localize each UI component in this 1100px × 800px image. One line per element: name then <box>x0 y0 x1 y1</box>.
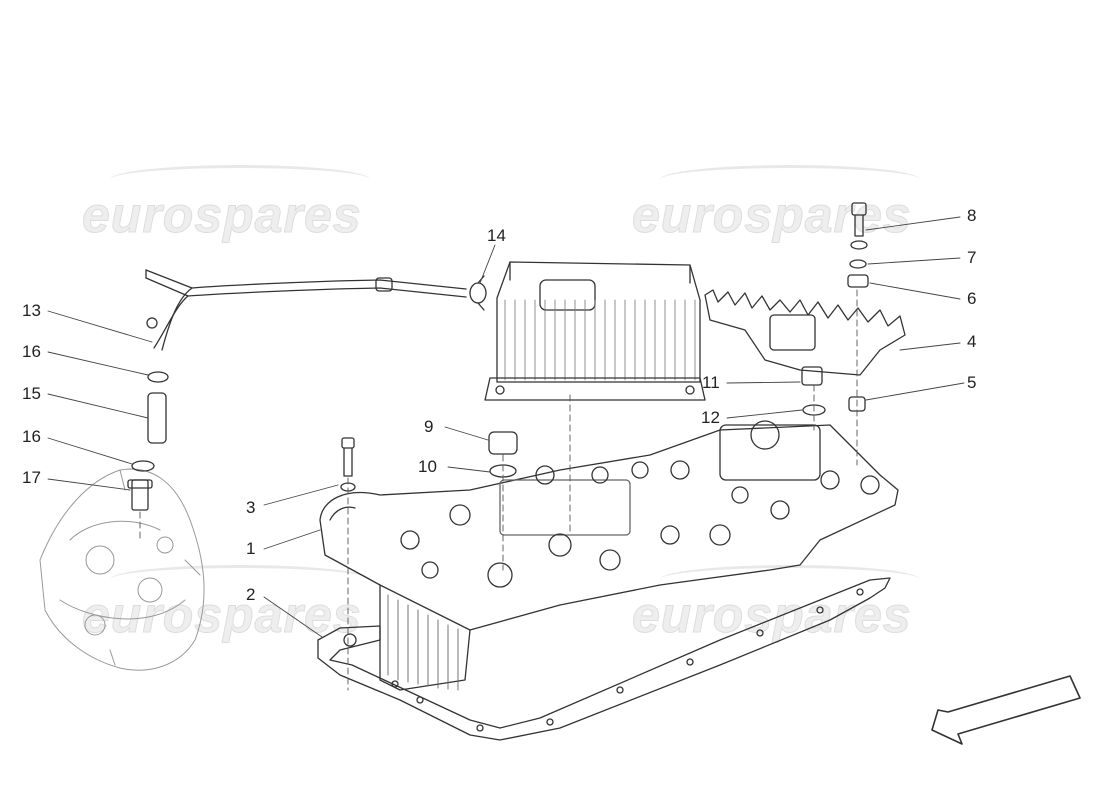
callout-17: 17 <box>22 468 41 487</box>
callout-12: 12 <box>701 408 720 427</box>
callout-11: 11 <box>702 373 720 392</box>
callout-8: 8 <box>967 206 977 225</box>
oil-pan-drawing <box>319 420 899 691</box>
watermark-swoosh <box>660 165 920 194</box>
callout-9: 9 <box>424 417 434 436</box>
watermark-swoosh <box>110 565 370 594</box>
callout-2: 2 <box>246 585 256 604</box>
callout-14: 14 <box>487 226 506 245</box>
oil-cooler-drawing <box>484 261 706 401</box>
callout-15: 15 <box>22 384 41 403</box>
alignment-lines <box>139 289 858 691</box>
callout-16-lower: 16 <box>22 427 41 446</box>
callout-4: 4 <box>967 332 977 351</box>
callout-5: 5 <box>967 373 977 392</box>
watermark: eurospares <box>82 187 362 244</box>
fastener-drawing <box>340 202 869 492</box>
direction-arrow-drawing <box>931 675 1081 745</box>
clip-drawing <box>469 275 487 311</box>
callout-7: 7 <box>967 248 977 267</box>
callout-3: 3 <box>246 498 256 517</box>
watermark: eurospares <box>82 587 362 644</box>
callout-1: 1 <box>246 539 256 558</box>
bracket-drawing <box>704 289 906 376</box>
oil-pipe-drawing <box>145 269 467 351</box>
watermark: eurospares <box>632 587 912 644</box>
callout-6: 6 <box>967 289 977 308</box>
watermark-swoosh <box>110 165 370 194</box>
callout-10: 10 <box>418 457 437 476</box>
callout-16-upper: 16 <box>22 342 41 361</box>
engine-block-drawing <box>39 468 205 671</box>
gasket-drawing <box>317 577 891 741</box>
leader-lines <box>47 216 965 638</box>
callout-13: 13 <box>22 301 41 320</box>
hose-drawing <box>127 371 169 511</box>
